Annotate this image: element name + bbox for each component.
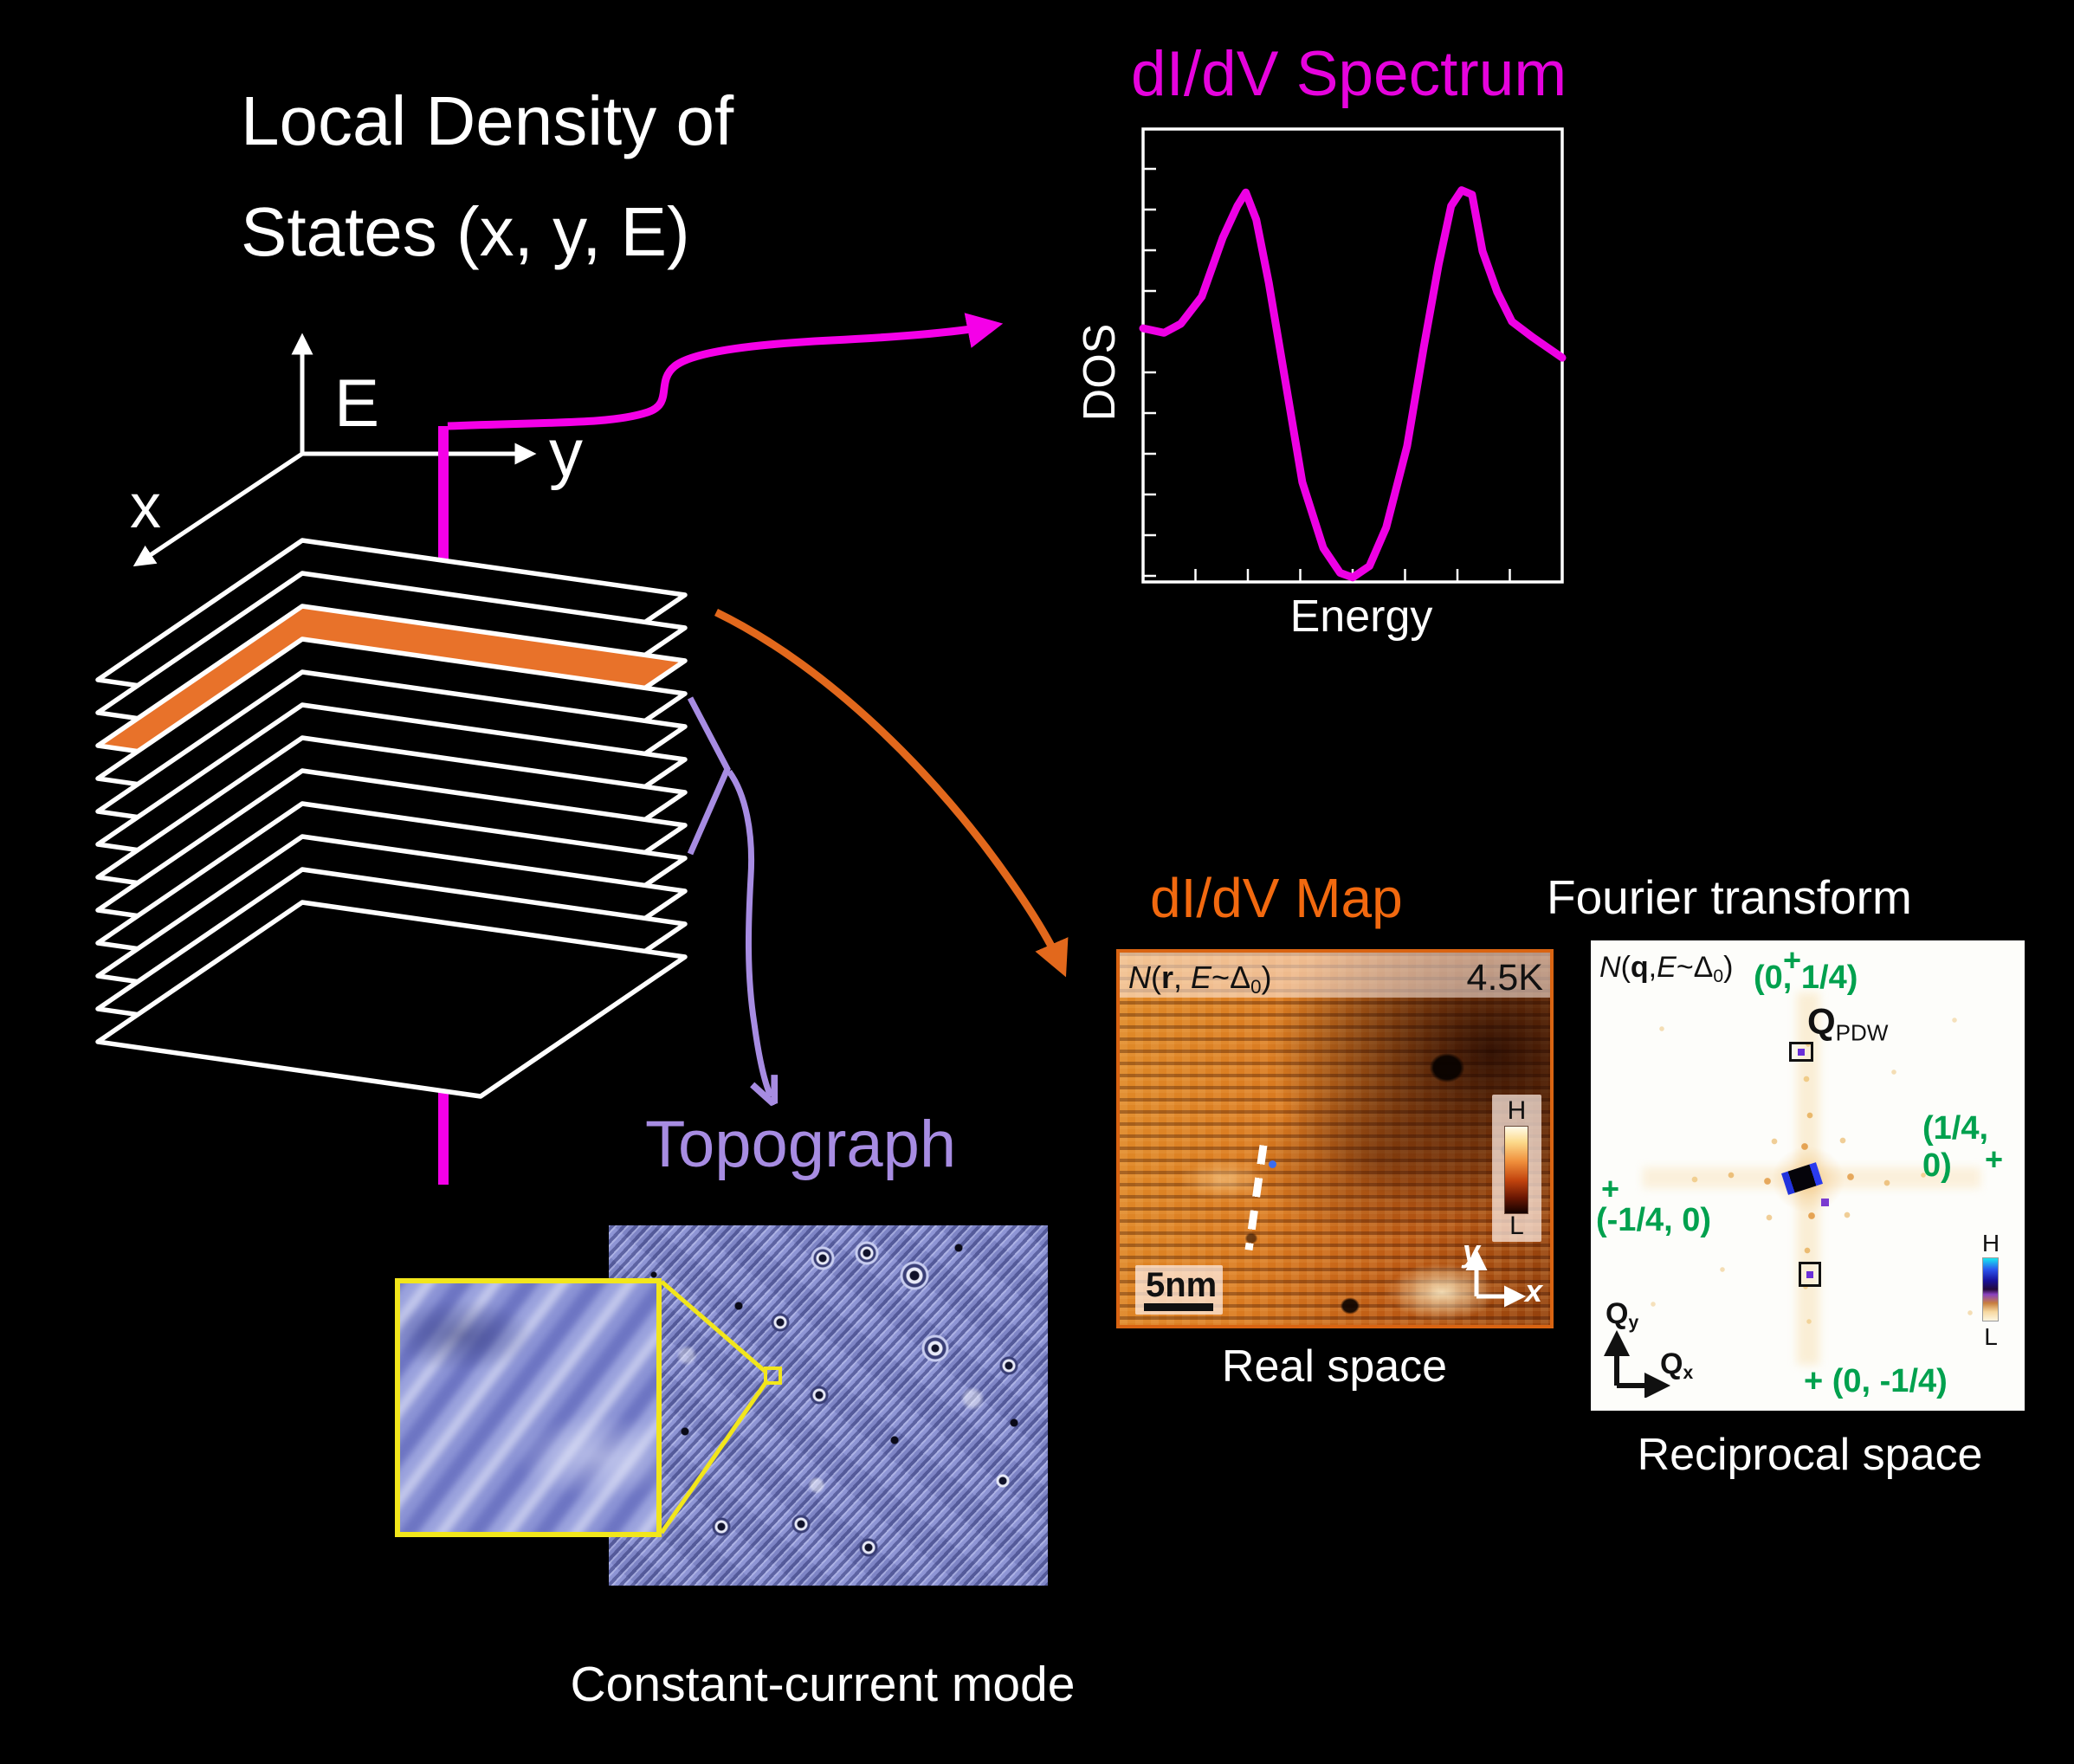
map-temperature-badge: 4.5K [1466,957,1543,998]
map-blue-dot [1269,1160,1276,1168]
ft-plus-marker-left: + [1601,1171,1620,1206]
ft-label-q: q [1630,951,1649,984]
axis-e-label: E [334,365,380,441]
ldos-layer [98,804,685,998]
spectrum-plot [1139,127,1567,584]
topograph-image [609,1225,1048,1586]
ft-colorbar-gradient [1982,1257,1999,1321]
brace-to-topograph [687,696,771,1096]
spectrum-ylabel: DOS [1075,323,1125,422]
ft-label-sub: 0 [1713,966,1724,986]
ldos-layer [98,869,685,1063]
map-title: dI/dV Map [1150,867,1403,929]
ldos-layer [98,705,685,899]
ft-point-label-left: (-1/4, 0) [1596,1202,1712,1238]
arrow-to-spectrum [447,313,1004,430]
ft-qx-main: Q [1660,1347,1683,1380]
ft-point-label-bottom: + (0, -1/4) [1804,1363,1948,1399]
ldos-layer [98,902,685,1096]
ft-qpdw-label: QPDW [1807,1001,1888,1046]
spectrum-ticks [1141,167,1564,582]
ft-axis-qx-label: Qx [1660,1347,1693,1384]
map-dashed-cut-line [1244,1144,1268,1251]
ft-qy-main: Q [1606,1297,1629,1330]
ldos-layer [98,771,685,965]
ldos-layer [98,639,685,833]
map-colorbar-gradient [1504,1126,1528,1214]
map-axis-y-label: y [1463,1233,1481,1269]
ft-qpdw-peak-bottom [1806,1270,1813,1278]
fourier-transform-image: N(q,E~Δ0) + (0, 1/4) QPDW (1/4, 0) + + (… [1591,940,2025,1411]
didv-map-image: N(r, E~Δ0) 4.5K H L 5nm y x [1116,949,1554,1328]
topograph-inset-texture [400,1283,656,1532]
ft-plus-marker-right: + [1985,1141,2004,1177]
ldos-layer [98,573,685,767]
map-scalebar-label: 5nm [1146,1266,1218,1304]
ft-density-label: N(q,E~Δ0) [1599,951,1733,987]
ft-label-open: ( [1620,951,1631,984]
map-colorbar: H L [1492,1095,1541,1242]
ft-label-e: E [1657,951,1677,984]
ft-point-label-top: (0, 1/4) [1754,960,1858,996]
ft-qpdw-peak-top [1798,1048,1805,1056]
map-label-sep: , [1173,960,1192,995]
page-title: Local Density of States (x, y, E) [241,66,733,288]
map-scalebar: 5nm [1135,1265,1223,1315]
page-title-line1: Local Density of [241,82,734,159]
map-label-close: ) [1261,960,1272,995]
map-colorbar-low-label: L [1509,1212,1524,1240]
ft-qpdw-box-bottom [1799,1262,1821,1287]
spectrum-title: dI/dV Spectrum [1131,39,1567,109]
ft-colorbar-high-label: H [1981,1230,2000,1257]
ft-axis-qy-label: Qy [1606,1297,1638,1334]
ft-qy-sub: y [1628,1312,1639,1333]
map-label-n: N [1128,960,1151,995]
axis-y-label: y [549,415,583,491]
map-label-e: E [1191,960,1212,995]
map-axis-x-label: x [1525,1273,1543,1308]
ft-qpdw-main: Q [1807,1001,1836,1042]
map-colorbar-high-label: H [1507,1096,1527,1125]
map-label-r: r [1161,960,1174,995]
fourier-caption: Reciprocal space [1637,1430,1983,1480]
fourier-title: Fourier transform [1547,870,1912,924]
topograph-zoom-inset [395,1278,662,1537]
map-label-strip [1120,953,1550,998]
arrow-to-didv-map [714,608,1069,978]
ldos-layer [98,540,685,734]
ft-qx-sub: x [1683,1362,1694,1383]
map-caption: Real space [1221,1341,1448,1392]
ft-qpdw-box-top [1789,1042,1813,1062]
spectrum-curve [1139,186,1567,582]
map-label-open: ( [1151,960,1161,995]
ft-label-delta: ~Δ [1676,951,1714,984]
spectrum-axes-box [1141,127,1564,584]
ft-label-close: ) [1723,951,1734,984]
map-label-sub: 0 [1250,976,1262,998]
map-scalebar-line [1144,1303,1213,1311]
page-title-line2: States (x, y, E) [241,193,690,270]
topograph-defect-rings [609,1225,1048,1586]
topograph-caption: Constant-current mode [570,1657,1076,1712]
tip-position-line [438,426,449,1185]
ldos-layer [98,672,685,866]
ft-qpdw-sub: PDW [1835,1019,1889,1046]
axis-x-label: x [130,472,161,541]
ft-point-label-right: (1/4, 0) [1922,1110,1989,1184]
map-xy-axes-icon [1465,1249,1526,1308]
spectrum-xlabel: Energy [1289,591,1433,642]
ft-purple-pixel [1821,1199,1829,1206]
ft-colorbar-low-label: L [1984,1323,1998,1350]
ft-plus-marker-top: + [1783,942,1802,978]
ft-label-sep: , [1648,951,1657,984]
ldos-layer-stack [98,540,685,1096]
ldos-layer [98,837,685,1031]
ft-q-axes-icon [1604,1330,1670,1398]
ldos-layer [98,738,685,932]
map-density-label: N(r, E~Δ0) [1128,960,1272,998]
ldos-layer-selected-energy [98,606,685,800]
topograph-title: Topograph [645,1108,957,1181]
map-label-delta: ~Δ [1211,960,1251,995]
ft-label-n: N [1599,951,1621,984]
